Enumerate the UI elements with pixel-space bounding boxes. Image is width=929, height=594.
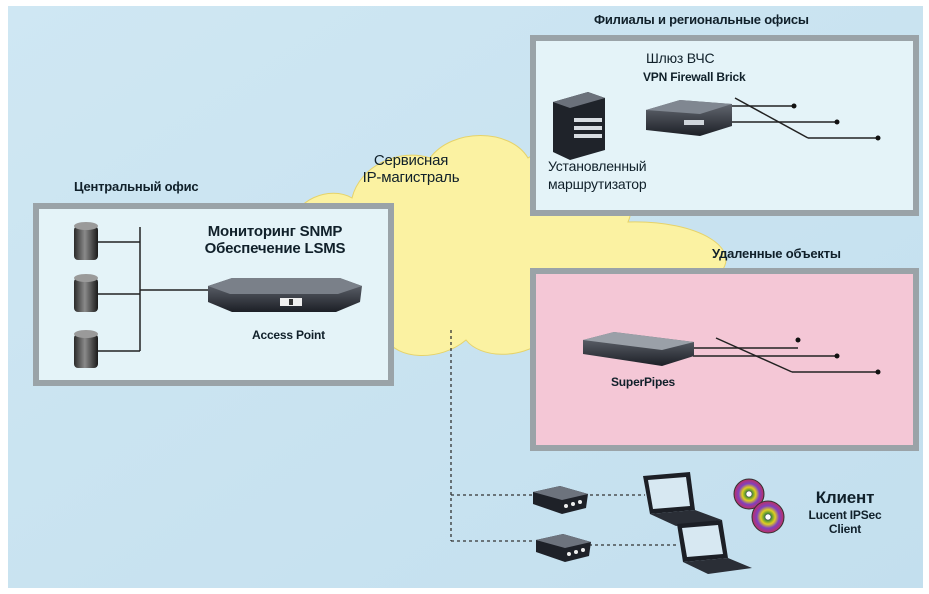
remote-wiring bbox=[693, 337, 878, 373]
central-office-wiring bbox=[98, 227, 210, 352]
gateway-label: Шлюз ВЧС bbox=[646, 50, 715, 66]
central-office-title: Центральный офис bbox=[74, 179, 199, 194]
client-line1: Lucent IPSec bbox=[808, 508, 882, 522]
client-label: Клиент Lucent IPSec Client bbox=[790, 488, 900, 536]
modem-icon bbox=[536, 534, 591, 562]
cloud-label: Сервисная IP-магистраль bbox=[356, 152, 466, 186]
laptop-icon bbox=[677, 520, 752, 574]
laptop-icon bbox=[643, 472, 722, 526]
router-line1: Установленный bbox=[548, 158, 647, 174]
branch-offices-title: Филиалы и региональные офисы bbox=[594, 12, 809, 27]
router-label: Установленный маршрутизатор bbox=[548, 157, 647, 193]
modem-icon bbox=[533, 486, 588, 514]
client-line2: Client bbox=[828, 522, 862, 536]
vpn-firewall-brick-icon bbox=[646, 100, 732, 136]
server-icon bbox=[74, 274, 98, 312]
access-point-device-icon bbox=[208, 278, 362, 312]
monitoring-label: Мониторинг SNMP Обеспечение LSMS bbox=[182, 223, 368, 257]
branch-endpoint-dots bbox=[791, 103, 881, 141]
access-point-label: Access Point bbox=[252, 328, 325, 342]
cd-disc-icon bbox=[751, 500, 785, 534]
router-icon bbox=[553, 92, 605, 160]
branch-wiring bbox=[732, 97, 878, 139]
cloud-label-line2: IP-магистраль bbox=[362, 169, 460, 186]
router-line2: маршрутизатор bbox=[548, 176, 647, 192]
remote-sites-title: Удаленные объекты bbox=[712, 246, 841, 261]
remote-sites-panel bbox=[530, 268, 919, 451]
monitoring-line2: Обеспечение LSMS bbox=[204, 240, 346, 257]
client-title: Клиент bbox=[815, 488, 875, 507]
server-icon bbox=[74, 330, 98, 368]
cloud-label-line1: Сервисная bbox=[373, 152, 449, 169]
superpipes-device-icon bbox=[583, 332, 694, 366]
superpipes-label: SuperPipes bbox=[611, 375, 676, 389]
server-icon bbox=[74, 222, 98, 260]
firewall-label: VPN Firewall Brick bbox=[643, 70, 746, 84]
cd-disc-icon bbox=[733, 478, 765, 510]
remote-endpoint-dots bbox=[795, 337, 881, 375]
monitoring-line1: Мониторинг SNMP bbox=[207, 223, 343, 240]
